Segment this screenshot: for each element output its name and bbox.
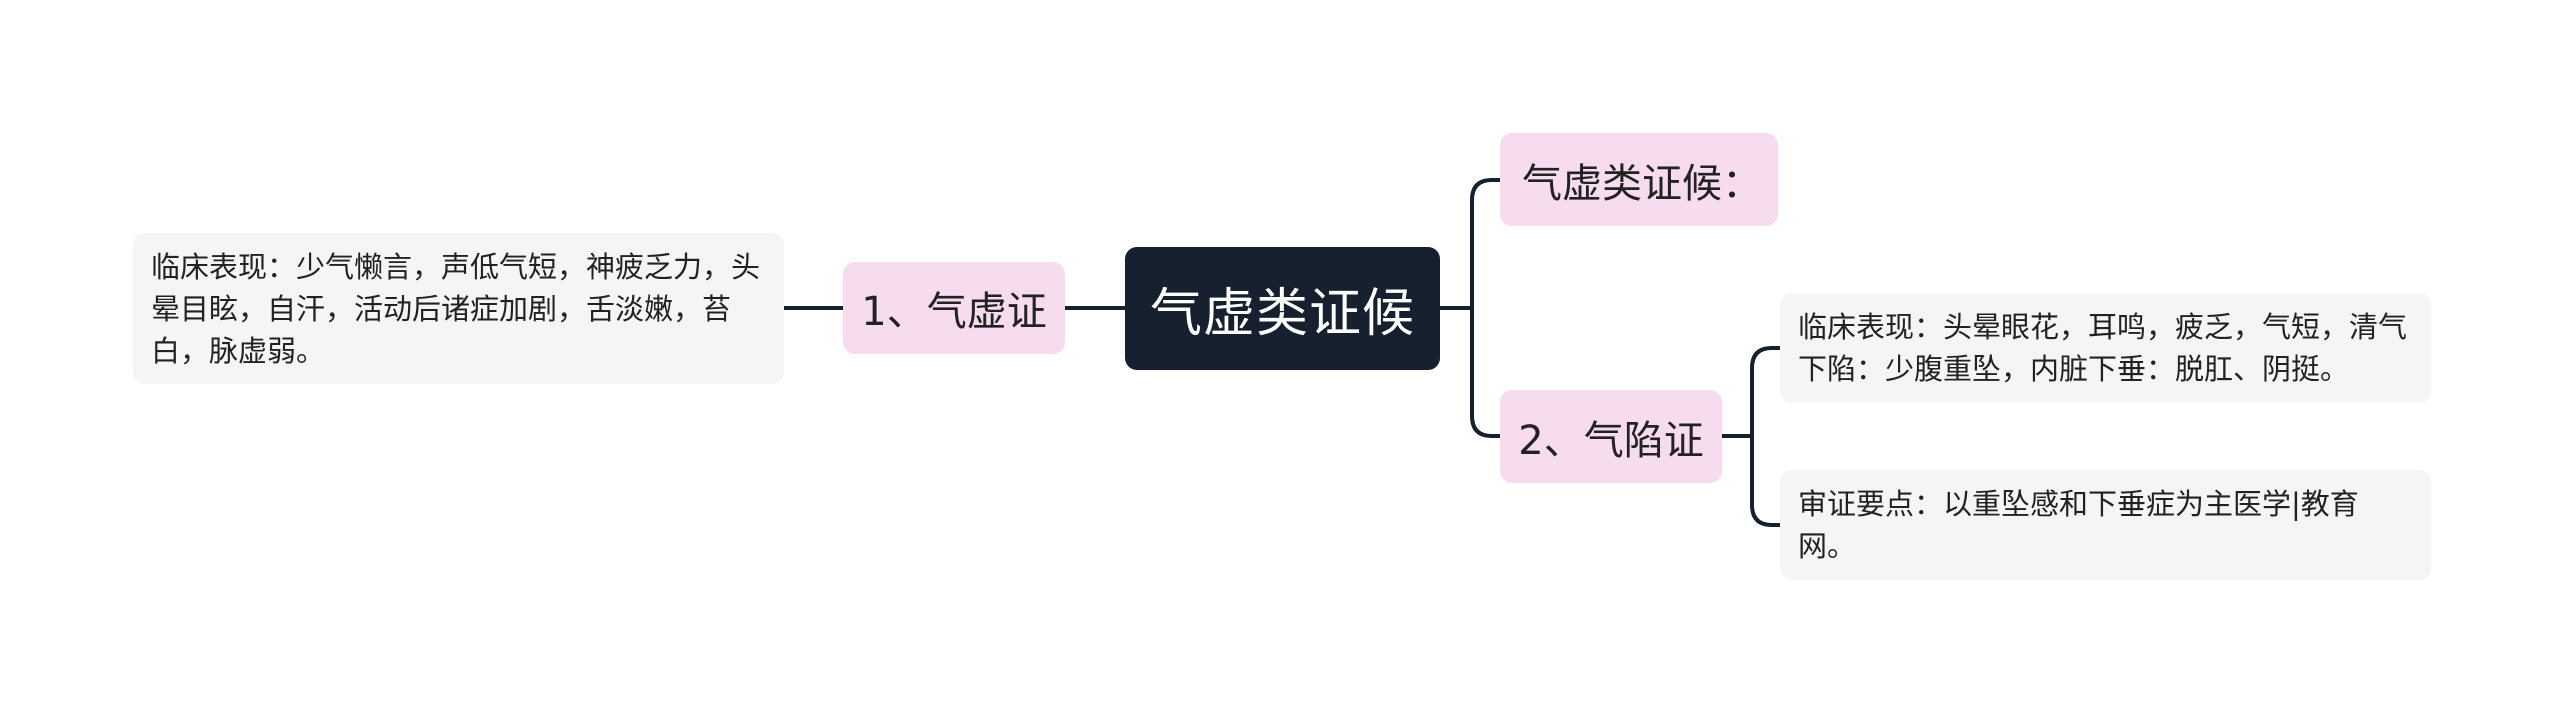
leaf-node-qixian-symptoms[interactable]: 临床表现：头晕眼花，耳鸣，疲乏，气短，清气下陷：少腹重坠，内脏下垂：脱肛、阴挺。 [1780, 293, 2431, 403]
leaf-text: 临床表现：少气懒言，声低气短，神疲乏力，头晕目眩，自汗，活动后诸症加剧，舌淡嫩，… [151, 249, 761, 368]
branch-node-qixian[interactable]: 2、气陷证 [1500, 390, 1722, 483]
branch-label: 1、气虚证 [861, 289, 1047, 335]
root-label: 气虚类证候 [1149, 284, 1415, 344]
connector-branch2-spine [1750, 346, 1780, 527]
branch-node-qixu[interactable]: 1、气虚证 [843, 262, 1065, 354]
branch-node-heading[interactable]: 气虚类证候： [1500, 133, 1778, 226]
leaf-text: 临床表现：头晕眼花，耳鸣，疲乏，气短，清气下陷：少腹重坠，内脏下垂：脱肛、阴挺。 [1798, 310, 2408, 386]
branch-label: 2、气陷证 [1518, 417, 1704, 464]
root-node[interactable]: 气虚类证候 [1125, 247, 1440, 370]
leaf-node-qixu-symptoms[interactable]: 临床表现：少气懒言，声低气短，神疲乏力，头晕目眩，自汗，活动后诸症加剧，舌淡嫩，… [133, 233, 784, 384]
connector-right-spine [1470, 178, 1500, 438]
leaf-text: 审证要点：以重坠感和下垂症为主医学|教育网。 [1798, 487, 2359, 563]
leaf-node-qixian-key-points[interactable]: 审证要点：以重坠感和下垂症为主医学|教育网。 [1780, 470, 2431, 580]
branch-label: 气虚类证候： [1522, 160, 1762, 207]
